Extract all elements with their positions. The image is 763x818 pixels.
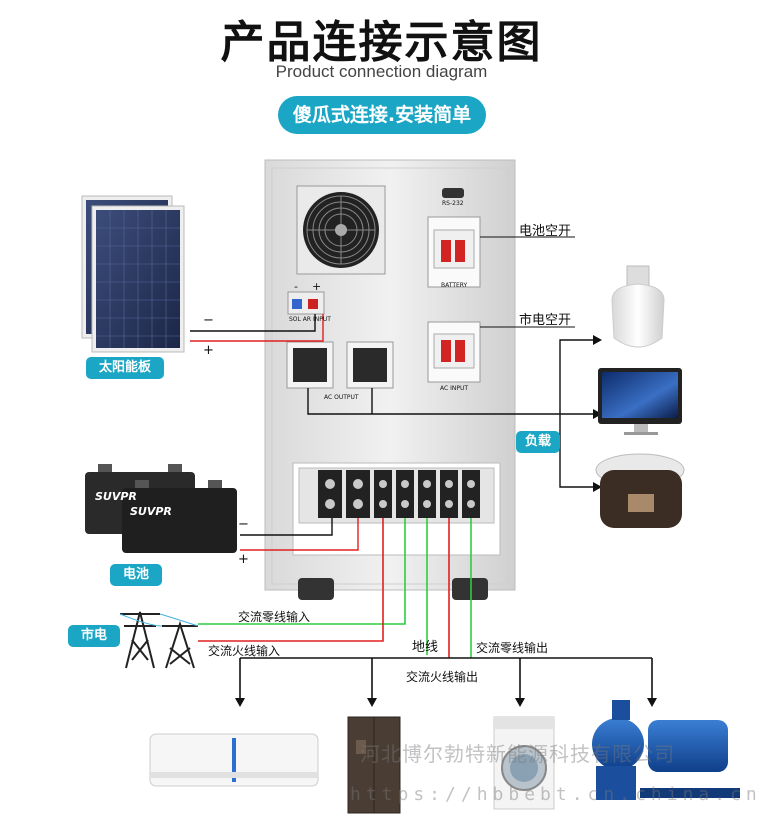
ac-output-bus	[239, 657, 653, 698]
ac-output-wire	[307, 339, 593, 488]
inverter-cabinet	[264, 159, 516, 600]
url-watermark: https://hbbebt.cn.china.cn	[350, 784, 762, 805]
refrigerator-icon	[347, 716, 401, 814]
bulb-icon	[611, 265, 665, 348]
company-watermark: 河北博尔勃特新能源科技有限公司	[360, 742, 675, 766]
feature-badge: 傻瓜式连接.安装简单	[278, 96, 486, 134]
ac-neutral-output-label: 交流零线输出	[476, 641, 549, 655]
solar-input-panel-label: SOL AR INPUT	[289, 316, 331, 323]
ac-neutral-input-label: 交流零线输入	[238, 610, 311, 624]
ac-input-panel-label: AC INPUT	[440, 385, 469, 392]
solar-plus-terminal: +	[312, 280, 322, 293]
load-tag: 负载	[516, 431, 560, 453]
page-title: 产品连接示意图	[220, 17, 543, 68]
ground-label: 地线	[412, 640, 439, 655]
rs232-port-label: RS-232	[442, 200, 464, 207]
water-pump-icon	[592, 700, 740, 800]
battery-brand-front: SUVPR	[130, 505, 172, 518]
battery-breaker-panel-label: BATTERY	[441, 282, 468, 289]
solar-panel-tag: 太阳能板	[86, 357, 164, 379]
mains-input-wires	[198, 518, 472, 658]
solar-minus-sign: −	[203, 313, 214, 328]
ac-live-output-label: 交流火线输出	[406, 670, 479, 684]
solar-minus-terminal: -	[294, 280, 298, 293]
arrow-heads-load	[593, 335, 602, 492]
battery-tag: 电池	[110, 564, 162, 586]
mains-tag: 市电	[68, 625, 120, 647]
solar-wires	[190, 314, 324, 342]
power-tower-icon	[119, 611, 199, 669]
ac-live-input-label: 交流火线输入	[208, 644, 281, 658]
rice-cooker-icon	[595, 453, 685, 528]
air-conditioner-icon	[149, 733, 319, 787]
battery-minus-sign: −	[238, 517, 249, 532]
page-subtitle: Product connection diagram	[275, 62, 488, 81]
battery-icon	[85, 464, 237, 553]
arrow-heads-output	[235, 698, 657, 707]
solar-panel-icon	[81, 195, 185, 353]
solar-plus-sign: +	[203, 343, 214, 358]
monitor-icon	[598, 368, 682, 435]
ac-output-panel-label: AC OUTPUT	[324, 394, 359, 401]
battery-breaker-label: 电池空开	[519, 224, 572, 239]
mains-breaker-label: 市电空开	[519, 313, 572, 328]
washing-machine-icon	[493, 716, 555, 810]
battery-brand-back: SUVPR	[95, 490, 137, 503]
battery-wires	[240, 518, 359, 551]
battery-plus-sign: +	[238, 552, 249, 567]
